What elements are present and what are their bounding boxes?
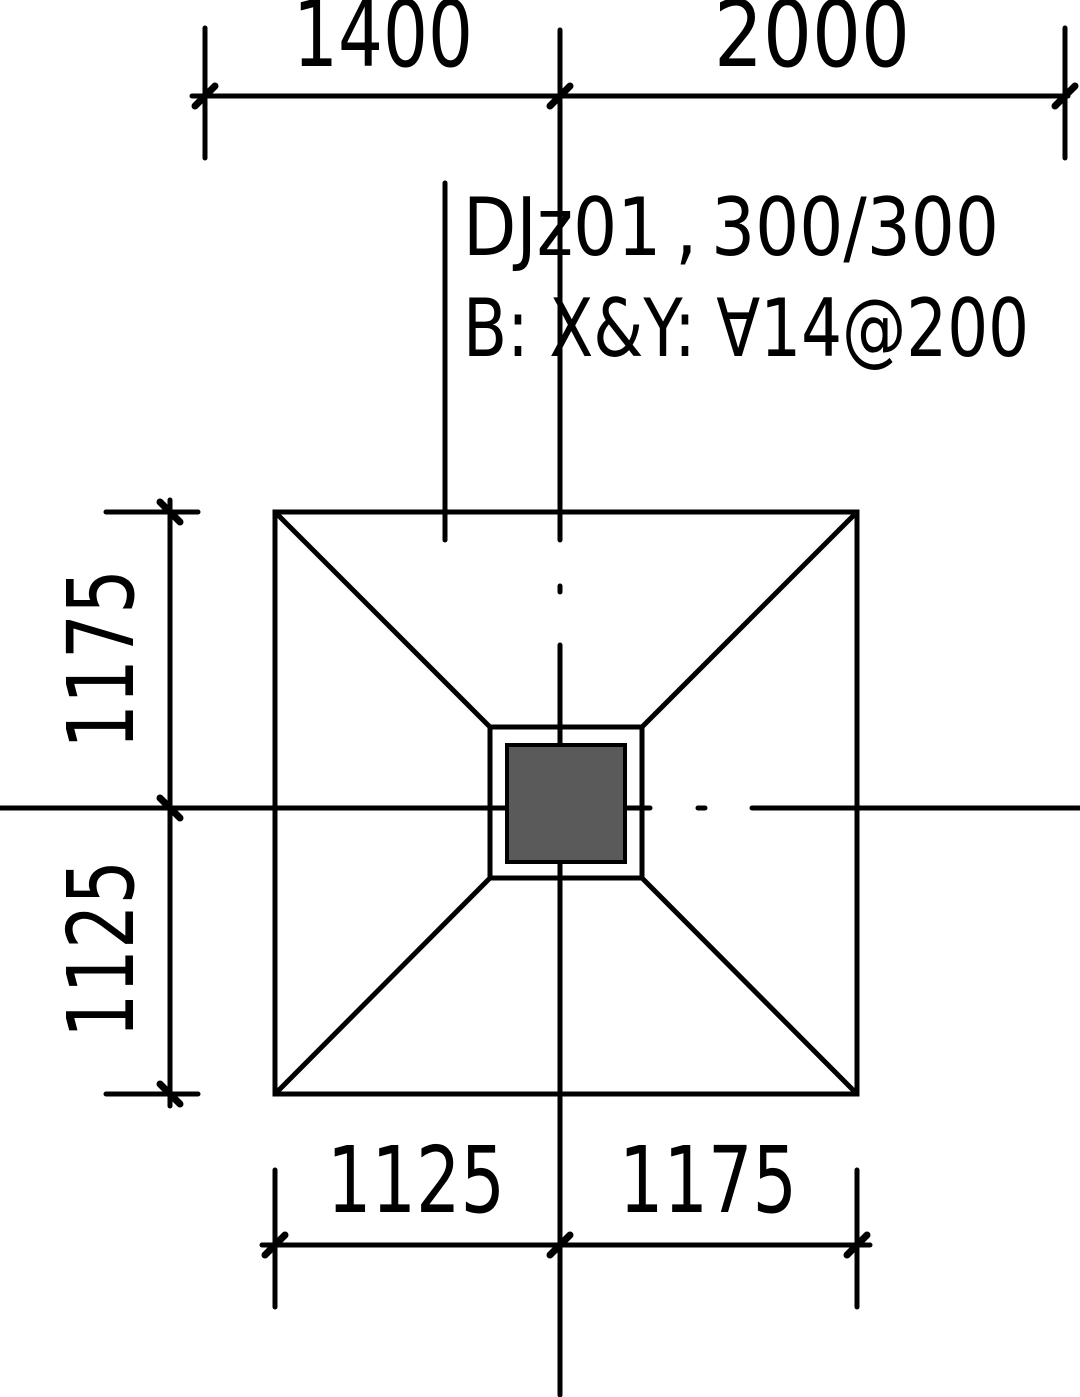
slope-line-top-left — [272, 509, 493, 730]
dim-bottom-left: 1125 — [327, 1127, 505, 1234]
bottom-tick-left — [261, 1231, 289, 1259]
bottom-tick-right — [843, 1231, 871, 1259]
dim-top-left: 1400 — [293, 0, 473, 88]
left-tick-bottom — [156, 1080, 184, 1108]
column-section — [505, 743, 627, 864]
slope-line-top-right — [639, 509, 860, 730]
dim-top-right: 2000 — [714, 0, 910, 88]
footing-label-line1: DJz01 , 300/300 — [463, 181, 999, 274]
slope-line-bottom-right — [639, 875, 860, 1097]
pedestal-rect — [487, 724, 645, 881]
dim-left-lower: 1125 — [48, 860, 155, 1038]
left-dimension: 1175 1125 — [48, 497, 201, 1109]
dim-bottom-right: 1175 — [619, 1127, 797, 1234]
top-dimension: 1400 2000 — [189, 0, 1079, 161]
left-tick-mid — [156, 794, 184, 822]
footing-label-line2: B: X&Y: Ɐ14@200 — [463, 282, 1029, 375]
bottom-tick-mid — [546, 1231, 574, 1259]
footing-label: DJz01 , 300/300 B: X&Y: Ɐ14@200 — [463, 181, 1029, 375]
left-tick-top — [156, 498, 184, 526]
bottom-dimension: 1125 1175 — [259, 1127, 873, 1310]
slope-line-bottom-left — [272, 875, 493, 1097]
top-tick-mid — [546, 82, 574, 110]
footing-outline — [272, 509, 860, 1097]
top-tick-right — [1051, 82, 1079, 110]
footing-base-rect — [272, 509, 860, 1097]
dim-left-upper: 1175 — [48, 569, 155, 749]
top-tick-left — [191, 82, 219, 110]
